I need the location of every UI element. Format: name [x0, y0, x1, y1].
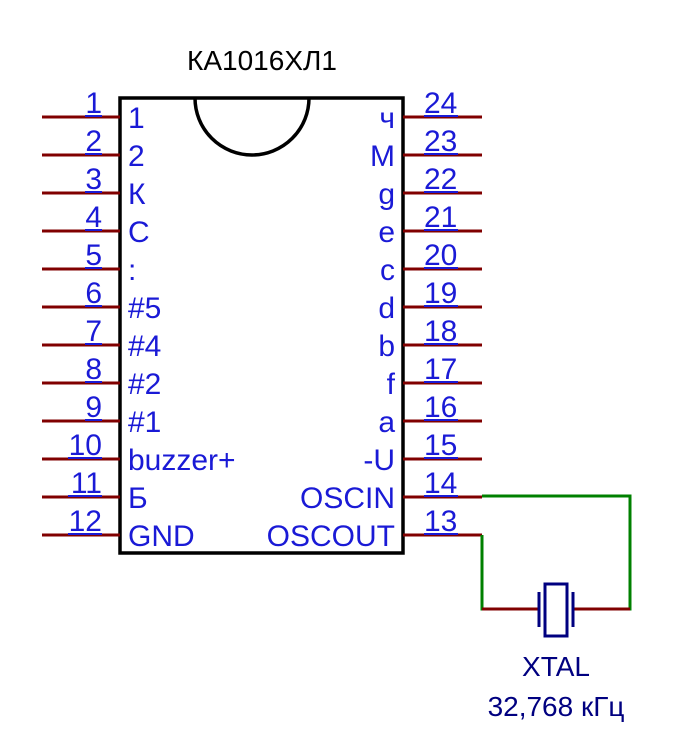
pin-number-left: 5: [85, 239, 102, 272]
pin-label-left: GND: [128, 520, 195, 553]
wire-oscin: [482, 494, 632, 611]
pin-number-left: 10: [69, 429, 102, 462]
pin-label-right: OSCOUT: [267, 520, 395, 553]
pin-number-right: 18: [424, 315, 457, 348]
pin-number-right: 24: [424, 87, 457, 120]
pin-number-left: 4: [85, 201, 102, 234]
pin-label-left: #1: [128, 406, 161, 439]
chip-notch: [193, 97, 311, 157]
pin-label-right: ч: [379, 102, 395, 135]
pin-label-left: #4: [128, 330, 161, 363]
pin-label-left: 1: [128, 102, 145, 135]
pin-number-left: 11: [71, 467, 102, 500]
crystal-value: 32,768 кГц: [488, 691, 625, 722]
pin-label-right: c: [380, 254, 395, 287]
pin-number-right: 14: [424, 467, 457, 500]
pin-label-right: g: [378, 178, 395, 211]
pin-number-right: 22: [424, 163, 457, 196]
right-pins-group: 24 ч 23 М 22 g 21 e 20 c 19 d 18 b 17 f 16 a 15 -U 14 OSCIN 13…: [267, 87, 482, 553]
pin-number-right: 13: [424, 505, 457, 538]
pin-number-left: 6: [85, 277, 102, 310]
chip-title: КА1016ХЛ1: [187, 45, 337, 76]
pin-number-right: 20: [424, 239, 457, 272]
pin-label-right: a: [378, 406, 395, 439]
pin-label-right: -U: [363, 444, 395, 477]
pin-label-right: М: [370, 140, 395, 173]
pin-number-left: 1: [85, 87, 102, 120]
pin-label-left: #2: [128, 368, 161, 401]
pin-label-left: 2: [128, 140, 145, 173]
pin-label-left: Б: [128, 482, 148, 515]
pin-number-left: 3: [85, 163, 102, 196]
pin-label-left: К: [128, 178, 146, 211]
pin-number-right: 15: [424, 429, 457, 462]
pin-label-right: e: [378, 216, 395, 249]
chip-body: [118, 96, 405, 555]
pin-label-left: buzzer+: [128, 444, 236, 477]
pin-label-right: b: [378, 330, 395, 363]
pin-number-left: 9: [85, 391, 102, 424]
pin-label-right: d: [378, 292, 395, 325]
pin-number-right: 16: [424, 391, 457, 424]
pin-number-left: 7: [85, 315, 102, 348]
pin-number-right: 19: [424, 277, 457, 310]
pin-label-left: С: [128, 216, 150, 249]
pin-number-left: 2: [85, 125, 102, 158]
crystal-symbol: [482, 582, 630, 638]
pin-number-right: 17: [424, 353, 457, 386]
pin-label-right: OSCIN: [300, 482, 395, 515]
crystal-name: XTAL: [522, 651, 590, 682]
pin-number-right: 23: [424, 125, 457, 158]
pin-label-right: f: [387, 368, 396, 401]
pin-label-left: #5: [128, 292, 161, 325]
crystal-body: [543, 582, 569, 638]
wire-oscout: [480, 535, 539, 611]
pin-number-right: 21: [424, 201, 457, 234]
pin-label-left: :: [128, 254, 136, 287]
pin-number-left: 8: [85, 353, 102, 386]
pin-number-left: 12: [69, 505, 102, 538]
